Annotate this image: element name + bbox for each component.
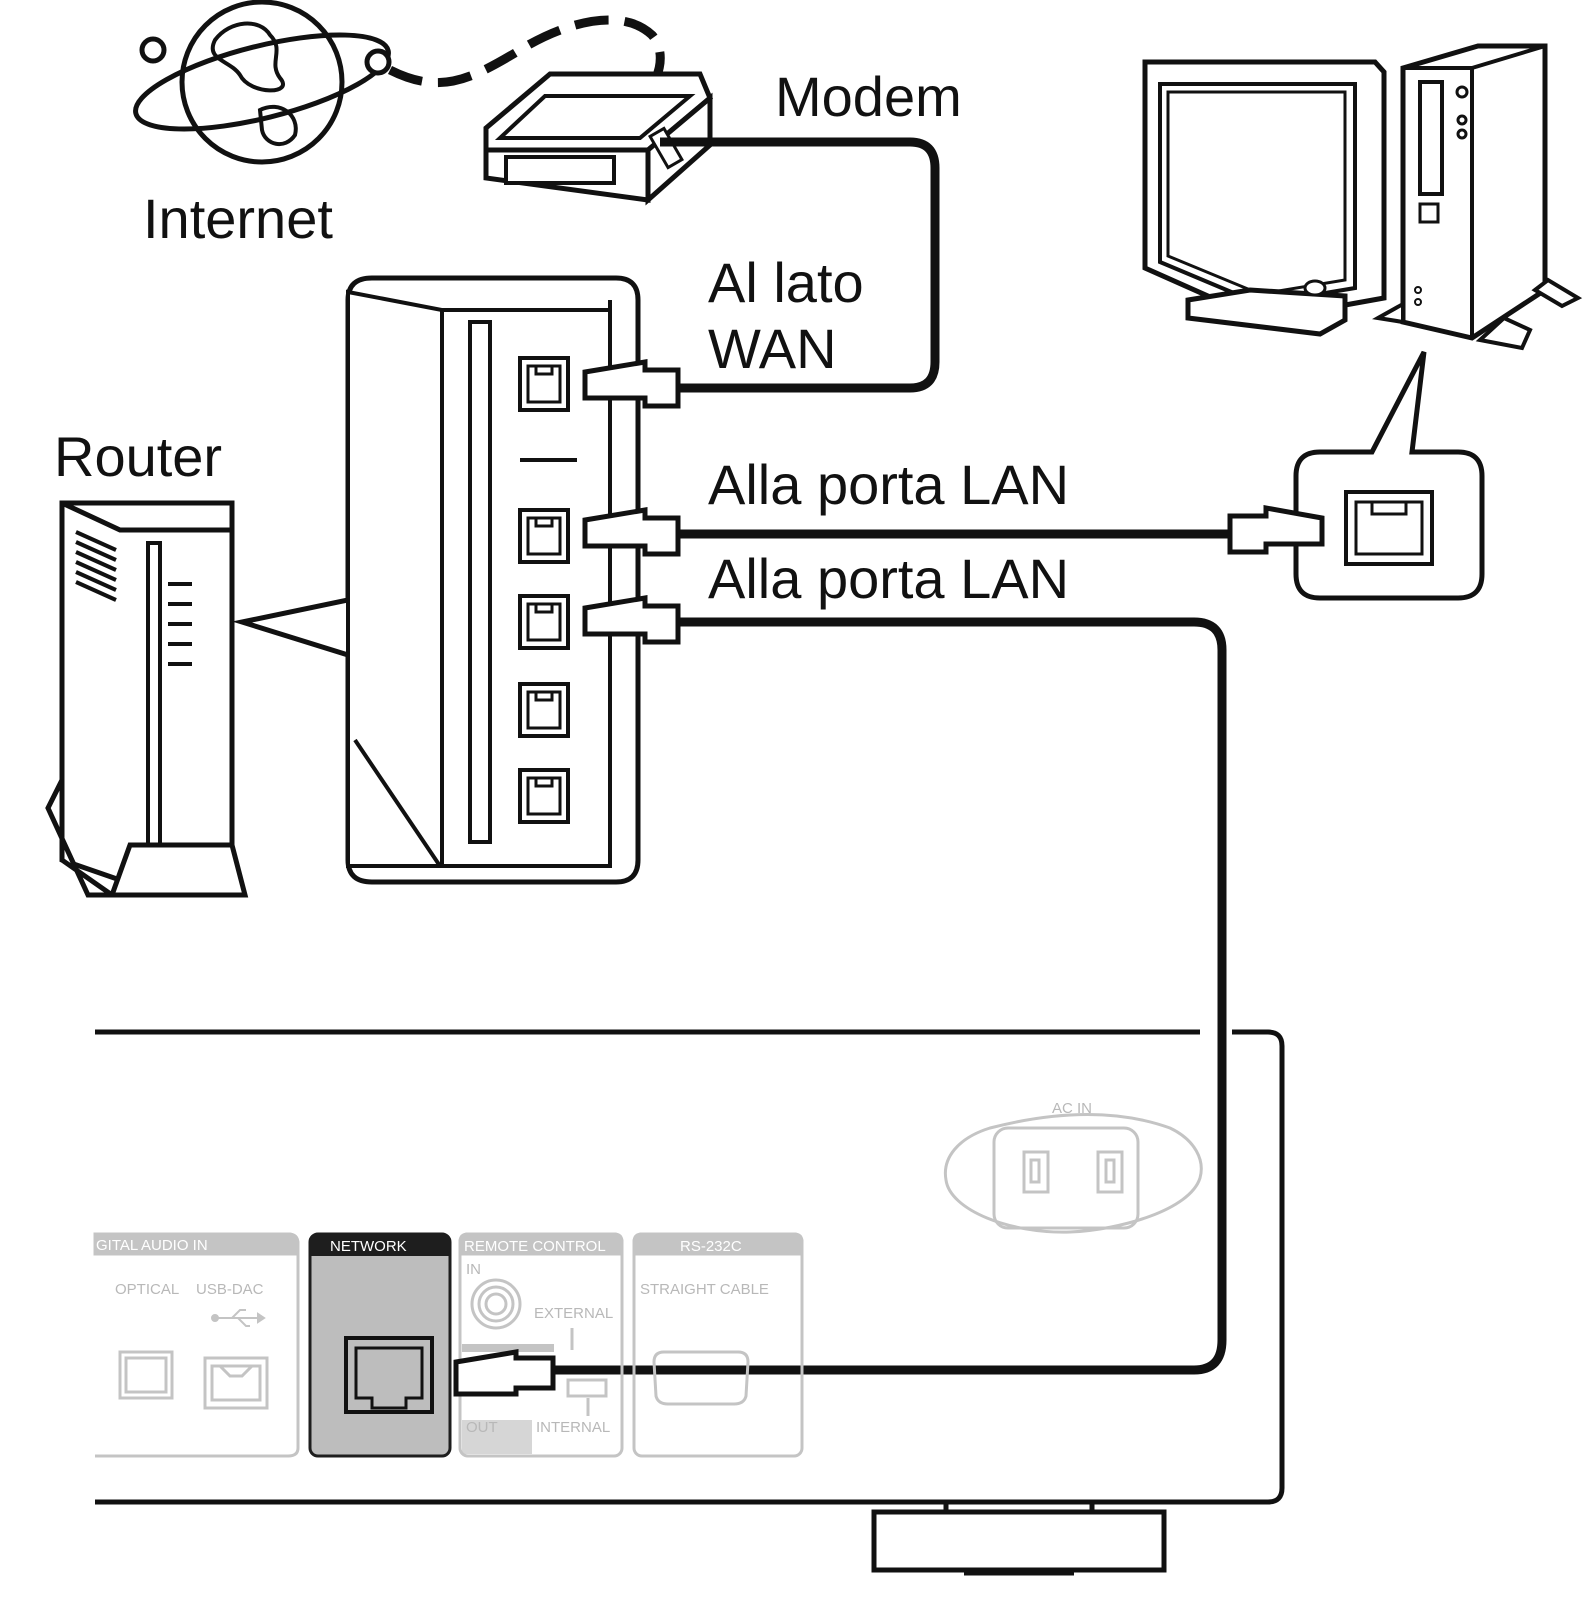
ac-in-socket-icon xyxy=(943,1113,1203,1234)
remote-control-section xyxy=(458,1232,624,1458)
wan-cable xyxy=(660,137,940,393)
straight-cable-label: STRAIGHT CABLE xyxy=(640,1281,769,1298)
computer-tower-icon xyxy=(1372,43,1583,351)
modem-label: Modem xyxy=(775,65,962,128)
rs232c-label: RS-232C xyxy=(680,1238,742,1255)
router-zoom-callout xyxy=(232,275,641,885)
router-icon xyxy=(45,500,249,898)
network-section xyxy=(308,1232,452,1458)
wan-label-line2: WAN xyxy=(708,317,837,380)
pc-lan-port-callout xyxy=(1293,350,1485,601)
optical-label: OPTICAL xyxy=(115,1281,179,1298)
digital-audio-in-label: GITAL AUDIO IN xyxy=(96,1237,208,1254)
rs232c-section xyxy=(632,1232,804,1458)
lan-plug-pc-side xyxy=(1227,505,1325,555)
wan-label-line1: Al lato xyxy=(708,251,864,314)
rc-external-label: EXTERNAL xyxy=(534,1305,613,1322)
router-label: Router xyxy=(54,425,222,488)
ac-in-label: AC IN xyxy=(1052,1100,1092,1117)
network-lan-port-icon xyxy=(344,1336,434,1414)
remote-control-mute-pattern xyxy=(462,1344,554,1454)
lan-label-1: Alla porta LAN xyxy=(708,453,1069,516)
rc-in-label: IN xyxy=(466,1261,481,1278)
usb-dac-label: USB-DAC xyxy=(196,1281,264,1298)
router-port-lan-2 xyxy=(518,594,570,650)
router-port-lan-3 xyxy=(518,682,570,738)
router-port-lan-4 xyxy=(518,768,570,824)
lan-label-2: Alla porta LAN xyxy=(708,547,1069,610)
device-rear-panel xyxy=(95,1029,1285,1576)
lan-plug-pc-router-side xyxy=(582,507,681,557)
internet-modem-link xyxy=(387,15,665,88)
rc-internal-label: INTERNAL xyxy=(536,1419,610,1436)
internet-label: Internet xyxy=(143,187,333,250)
lan-plug-device-side xyxy=(453,1349,556,1397)
router-port-lan-1 xyxy=(518,508,570,564)
usb-symbol-icon xyxy=(211,1309,266,1327)
network-label: NETWORK xyxy=(330,1238,407,1255)
modem-icon xyxy=(483,71,714,206)
internet-globe-icon xyxy=(133,0,392,165)
computer-monitor-icon xyxy=(1142,59,1387,337)
pc-lan-port-icon xyxy=(1344,490,1434,566)
wan-plug xyxy=(582,359,681,409)
digital-audio-in-section xyxy=(93,1232,300,1458)
remote-control-label: REMOTE CONTROL xyxy=(464,1238,606,1255)
lan-plug-device-router-side xyxy=(582,595,681,645)
lan-cable-device xyxy=(545,617,1227,1375)
router-port-wan xyxy=(518,356,570,412)
rc-out-label: OUT xyxy=(466,1419,498,1436)
